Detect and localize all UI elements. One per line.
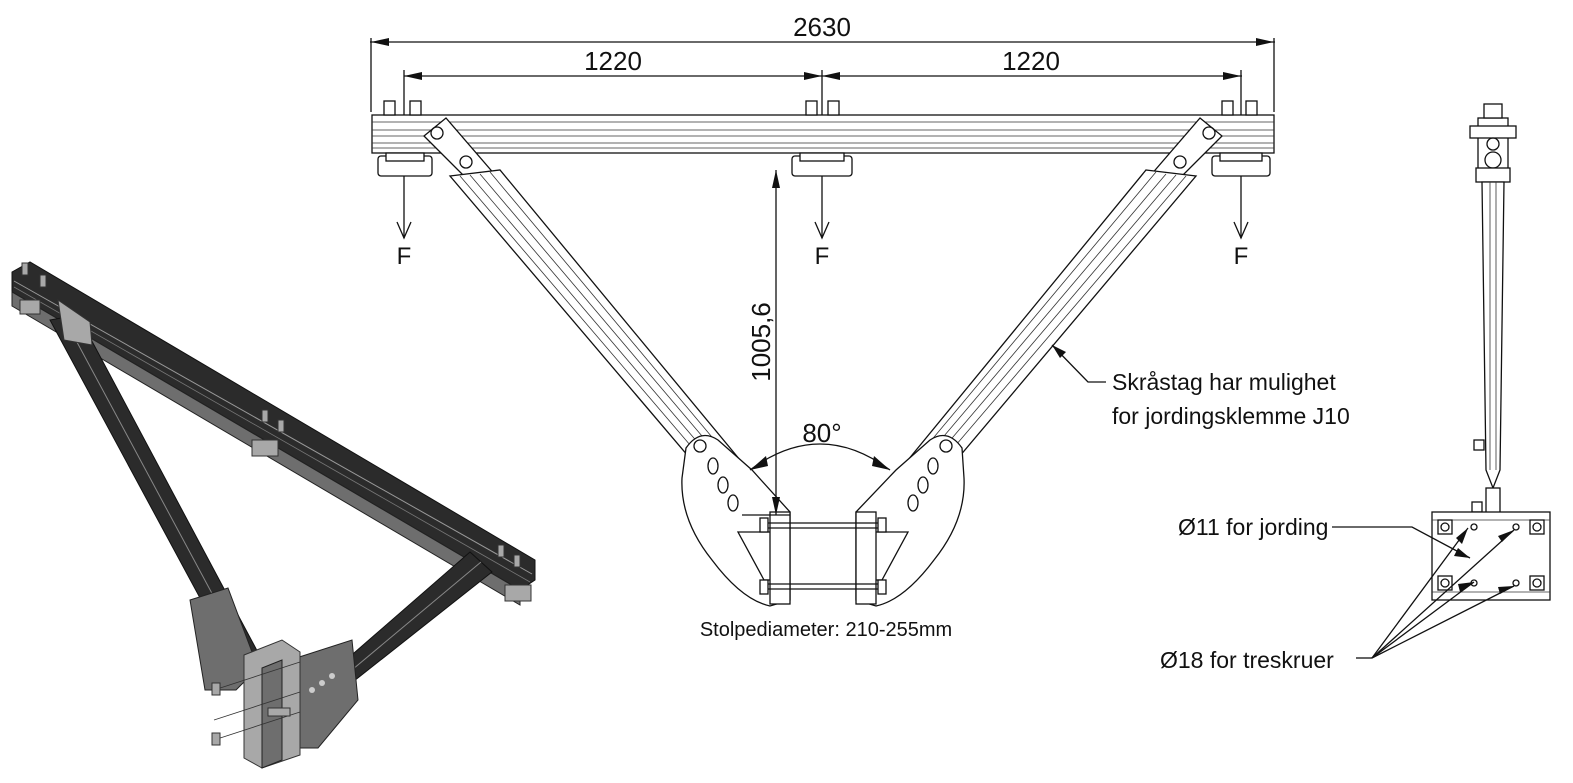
- top-bolts: [383, 100, 1258, 116]
- iso-pole-clamp: [211, 639, 301, 769]
- force-label-right: F: [1234, 243, 1249, 270]
- side-brace: [1481, 181, 1505, 490]
- side-mounting-plate: [1431, 511, 1551, 601]
- hole-11-note: Ø11 for jording: [1178, 514, 1328, 540]
- brace-note-line2: for jordingsklemme J10: [1112, 403, 1350, 429]
- hole-18-note: Ø18 for treskruer: [1160, 647, 1334, 673]
- force-label-left: F: [397, 243, 412, 270]
- crossarm-profile: [371, 114, 1275, 154]
- dim-right-span: 1220: [1002, 46, 1060, 76]
- iso-bolts: [19, 262, 532, 602]
- pole-diameter-note: Stolpediameter: 210-255mm: [700, 619, 952, 641]
- right-bottom-bracket: [855, 434, 965, 607]
- brace-note-line1: Skråstag har mulighet: [1112, 369, 1336, 395]
- dim-total-width: 2630: [793, 12, 851, 42]
- dim-angle: 80°: [802, 418, 841, 448]
- hanger-clamps: [377, 152, 1271, 177]
- iso-crossarm: [11, 261, 536, 591]
- front-elevation: [370, 38, 1275, 607]
- dim-height: 1005,6: [746, 302, 776, 382]
- dim-left-span: 1220: [584, 46, 642, 76]
- side-view: [1332, 103, 1551, 659]
- left-bottom-bracket: [681, 434, 791, 607]
- force-label-center: F: [815, 243, 830, 270]
